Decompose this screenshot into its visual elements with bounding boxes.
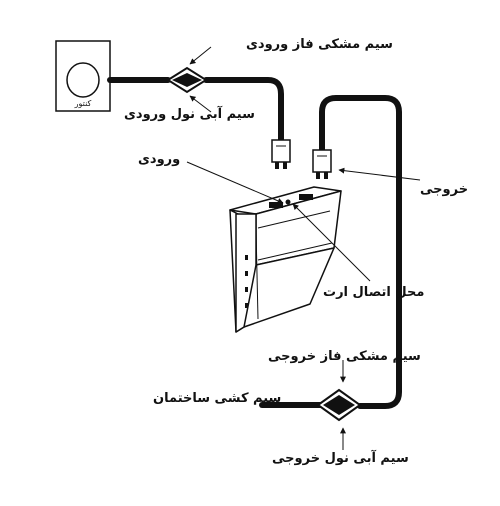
- meter-dial: [66, 62, 100, 98]
- device-output-terminal: [299, 194, 313, 200]
- neutral-out-label: سیم آبی نول خروجی: [272, 449, 409, 466]
- output-label: خروجی: [420, 182, 468, 197]
- leader-lines: [186, 46, 421, 450]
- meter-label: کنتور: [74, 99, 92, 108]
- input-label: ورودی: [138, 152, 180, 167]
- output-cable: [319, 95, 402, 409]
- neutral-in-label: سیم آبی نول ورودی: [124, 105, 255, 122]
- output-connector: [312, 149, 332, 179]
- device-earth-terminal: [285, 199, 291, 205]
- protection-device: [229, 186, 342, 333]
- input-cable: [107, 77, 284, 143]
- building-label: سیم کشی ساختمان: [153, 391, 281, 406]
- input-connector: [271, 139, 291, 169]
- input-splice: [166, 66, 208, 94]
- output-splice: [316, 388, 362, 422]
- phase-in-label: سیم مشکی فاز ورودی: [246, 37, 393, 52]
- device-input-terminal: [269, 202, 283, 208]
- meter-box: کنتور: [55, 40, 111, 112]
- phase-out-label: سیم مشکی فاز خروجی: [268, 349, 421, 364]
- earth-label: محل اتصال ارت: [323, 285, 424, 300]
